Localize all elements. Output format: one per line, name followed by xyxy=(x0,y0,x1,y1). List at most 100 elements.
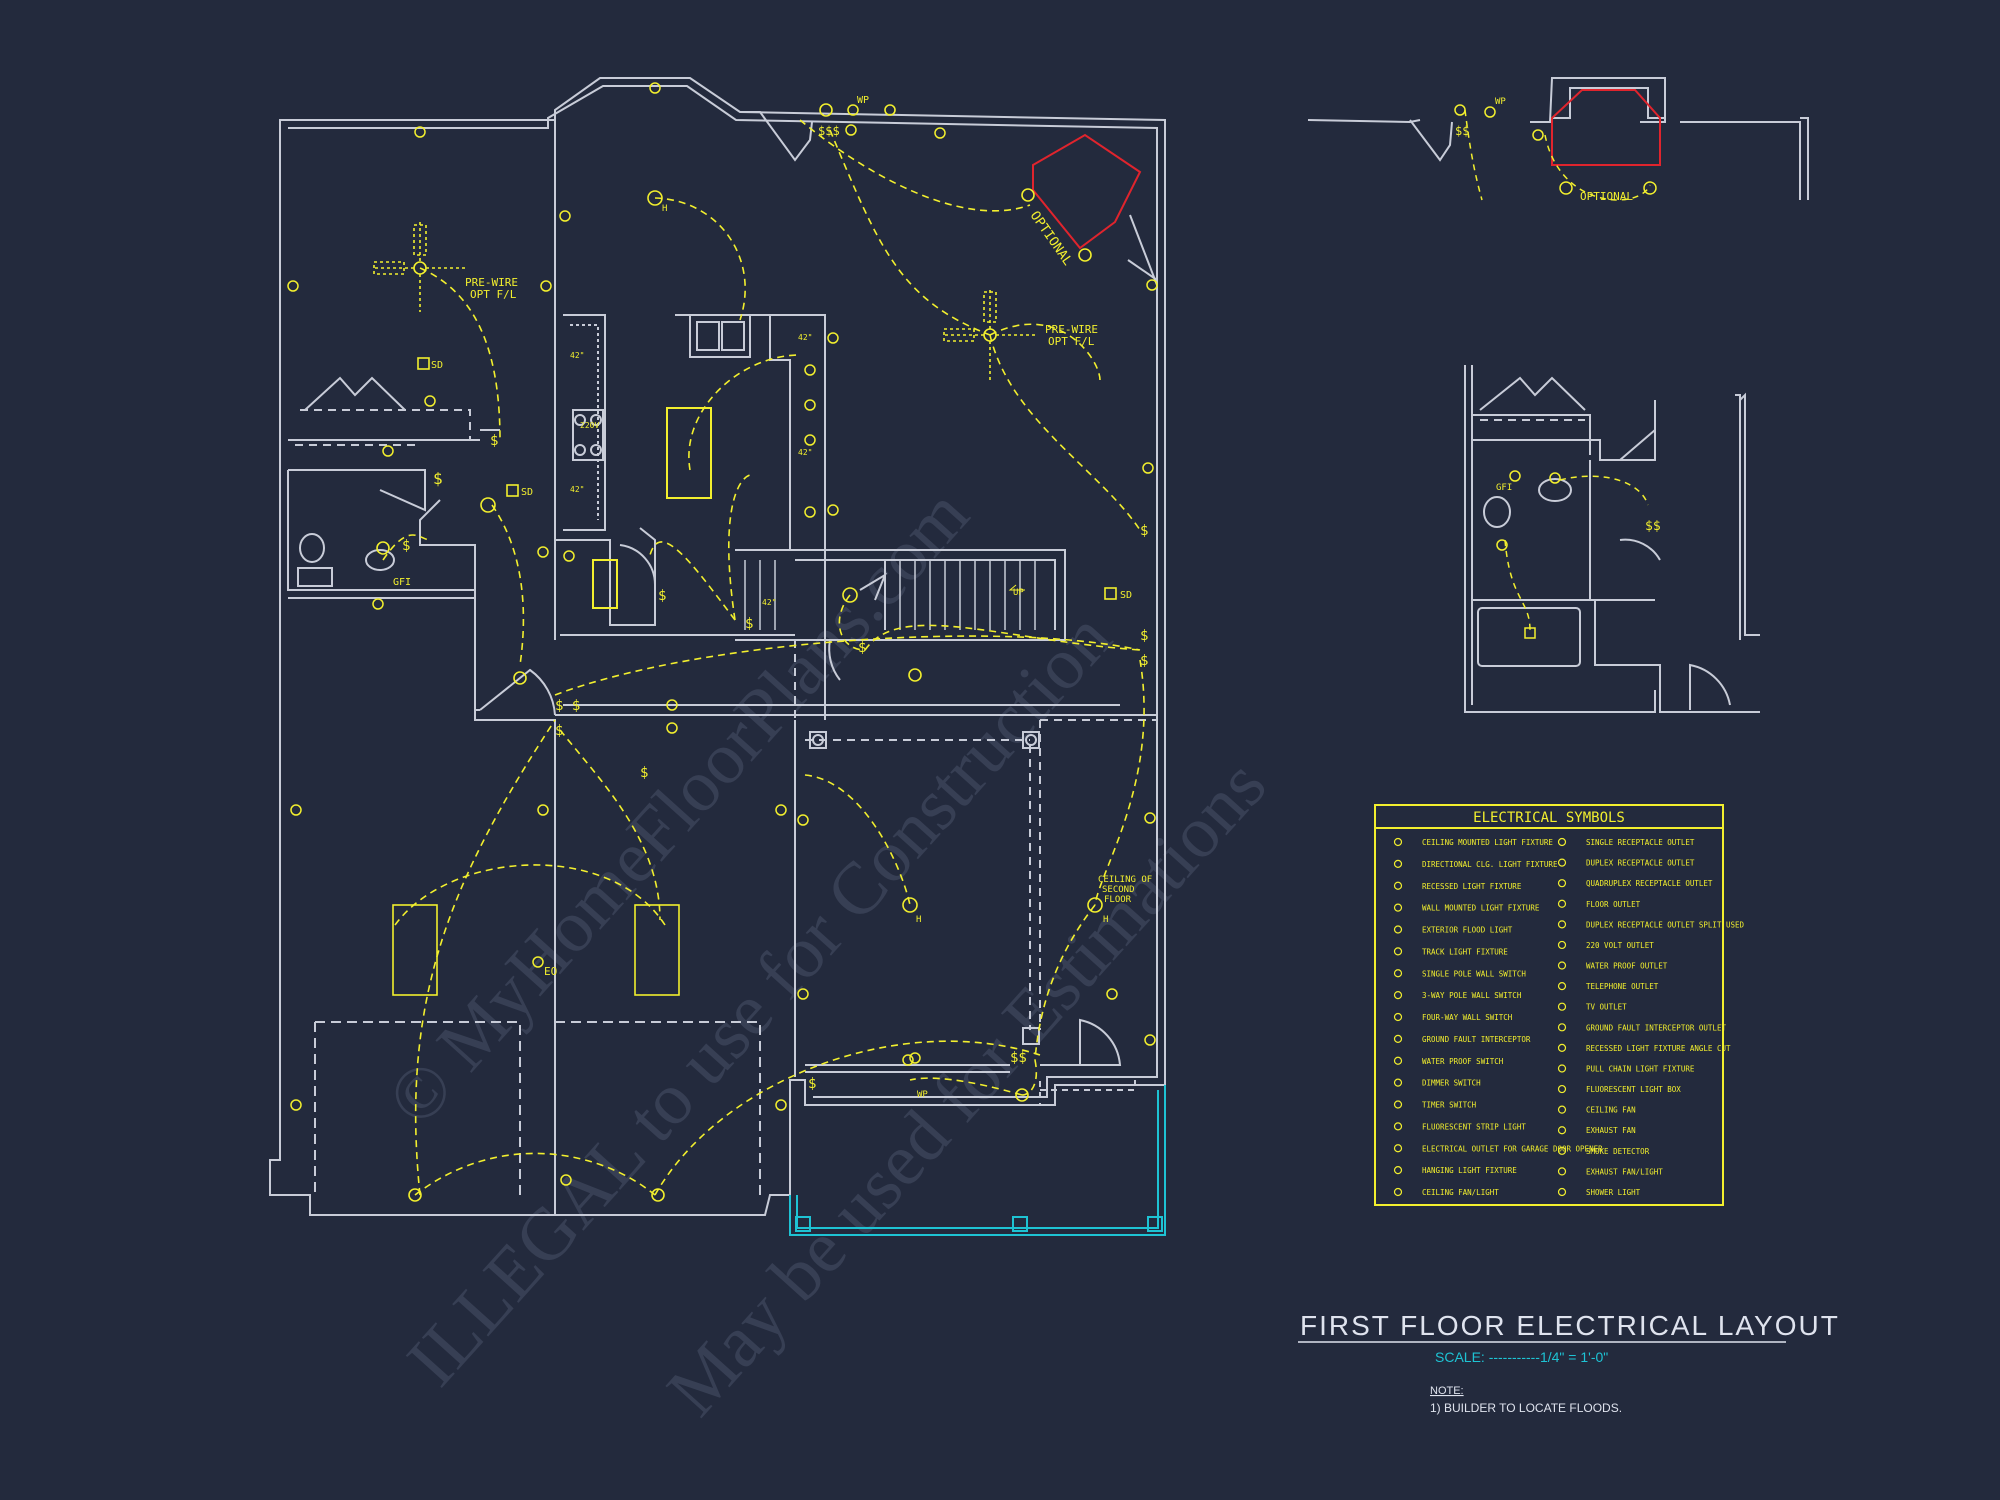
sink-counter xyxy=(689,314,751,358)
pantry-shelf xyxy=(592,559,618,609)
legend-item: DIMMER SWITCH xyxy=(1422,1079,1481,1088)
column-2 xyxy=(1022,731,1040,749)
title-block: FIRST FLOOR ELECTRICAL LAYOUT SCALE: ---… xyxy=(1298,1310,1840,1415)
bath-walls xyxy=(287,470,480,711)
column-1-post xyxy=(812,734,824,746)
legend-symbol-icon xyxy=(1557,1043,1567,1052)
garage-door-opener-icon xyxy=(392,904,438,996)
h-center-label: H xyxy=(916,915,921,925)
legend-symbol-icon xyxy=(1557,1064,1567,1073)
legend-symbol-icon xyxy=(1393,1187,1403,1197)
ceiling-light-icon xyxy=(480,497,496,513)
legend-item: CEILING FAN xyxy=(1586,1106,1636,1115)
legend-symbol-icon xyxy=(1393,1100,1403,1109)
legend-item: WALL MOUNTED LIGHT FIXTURE xyxy=(1422,904,1540,913)
inset-optional-fireplace xyxy=(1551,89,1661,166)
electrical-legend: ELECTRICAL SYMBOLS CEILING MOUNTED LIGHT… xyxy=(1374,804,1745,1206)
legend-symbol-icon xyxy=(1557,1126,1567,1135)
legend-symbol-icon xyxy=(1557,1084,1567,1094)
prewire-left-label-2: OPT F/L xyxy=(470,288,517,301)
svg-text:$: $ xyxy=(658,588,666,604)
svg-text:$ $: $ $ xyxy=(555,698,580,714)
legend-symbol-icon xyxy=(1557,961,1567,970)
legend-item: WATER PROOF OUTLET xyxy=(1586,962,1668,971)
legend-item: FLOOR OUTLET xyxy=(1586,900,1641,909)
legend-symbol-icon xyxy=(1393,1012,1403,1022)
kitchen-counter-left xyxy=(563,314,606,531)
svg-text:$: $ xyxy=(745,616,753,632)
drawing-title: FIRST FLOOR ELECTRICAL LAYOUT xyxy=(1300,1310,1840,1341)
porch-step xyxy=(805,1077,1136,1106)
drawing-scale: SCALE: -----------1/4" = 1'-0" xyxy=(1435,1349,1608,1365)
bath-sink xyxy=(365,549,395,571)
watermark-line-3: May be used for Estimations xyxy=(652,744,1282,1431)
corner-angle xyxy=(1129,214,1158,286)
legend-item: EXTERIOR FLOOD LIGHT xyxy=(1422,926,1513,935)
garage-light-icon xyxy=(408,1188,422,1202)
garage-door-opener-icon xyxy=(634,904,680,996)
receptacle-outlets xyxy=(287,82,1158,1186)
legend-item: FOUR-WAY WALL SWITCH xyxy=(1422,1013,1513,1022)
sd-stair-label: SD xyxy=(1120,590,1132,601)
legend-symbol-icon xyxy=(1393,1166,1403,1175)
h-entry-label: H xyxy=(1103,915,1108,925)
ceiling-light-icon xyxy=(647,190,663,206)
svg-text:$$$: $$$ xyxy=(818,124,840,138)
h-kitchen-label: H xyxy=(662,204,667,214)
pantry-door xyxy=(619,544,657,586)
legend-symbol-icon xyxy=(1393,881,1403,890)
legend-item: TELEPHONE OUTLET xyxy=(1586,982,1659,991)
stair-treads xyxy=(744,560,1036,630)
pantry-walls xyxy=(555,527,795,636)
legend-item: EXHAUST FAN/LIGHT xyxy=(1586,1167,1663,1176)
legend-symbol-icon xyxy=(1557,879,1567,888)
column-2-post xyxy=(1025,734,1037,746)
ceiling-fan-right-icon xyxy=(943,290,1035,380)
up-label: UP xyxy=(1013,588,1024,598)
legend-symbol-icon xyxy=(1393,1122,1403,1131)
legend-symbol-icon xyxy=(1557,837,1567,847)
kitchen-island xyxy=(666,407,712,499)
svg-text:$: $ xyxy=(1140,628,1148,644)
legend-item: EXHAUST FAN xyxy=(1586,1126,1636,1135)
legend-item: RECESSED LIGHT FIXTURE xyxy=(1422,882,1522,891)
legend-symbol-icon xyxy=(1393,1034,1403,1043)
burner-2 xyxy=(590,414,602,426)
legend-item: TRACK LIGHT FIXTURE xyxy=(1422,947,1508,956)
stair-door xyxy=(828,639,841,681)
legend-symbol-icon xyxy=(1557,1167,1567,1176)
eo-outlet-icon xyxy=(532,956,544,968)
legend-item: GROUND FAULT INTERCEPTOR OUTLET xyxy=(1586,1023,1726,1032)
legend-symbol-icon xyxy=(1393,903,1403,912)
legend-symbol-icon xyxy=(1557,982,1567,991)
legend-frame xyxy=(1374,804,1724,1206)
legend-symbol-icon xyxy=(1393,837,1403,847)
legend-symbol-icon xyxy=(1557,1105,1567,1114)
svg-text:$: $ xyxy=(402,538,410,554)
smoke-detector-icon xyxy=(506,484,519,497)
legend-item: HANGING LIGHT FIXTURE xyxy=(1422,1166,1517,1175)
svg-text:$$: $$ xyxy=(1010,1050,1027,1066)
note-heading: NOTE: xyxy=(1430,1385,1464,1397)
entry-door xyxy=(1079,1018,1122,1066)
dim-42-c: 42" xyxy=(798,448,812,457)
legend-symbol-icon xyxy=(1393,969,1403,978)
ceiling-second-label: CEILING OF xyxy=(1098,875,1152,885)
legend-symbol-icon xyxy=(1557,858,1567,867)
smoke-detector-icon xyxy=(1104,587,1117,600)
sd-hall-label: SD xyxy=(521,487,533,498)
legend-item: QUADRUPLEX RECEPTACLE OUTLET xyxy=(1586,879,1713,888)
legend-symbol-icon xyxy=(1393,947,1403,956)
legend-item: TV OUTLET xyxy=(1586,1003,1627,1012)
note-text: 1) BUILDER TO LOCATE FLOODS. xyxy=(1430,1401,1622,1415)
wp-label: WP xyxy=(857,95,869,106)
legend-item: ELECTRICAL OUTLET FOR GARAGE DOOR OPENER xyxy=(1422,1144,1603,1153)
svg-text:$: $ xyxy=(640,765,648,781)
inset-gfi-label: GFI xyxy=(1496,483,1512,493)
garage-light-icon xyxy=(651,1188,665,1202)
svg-text:$: $ xyxy=(555,723,563,739)
burner-4 xyxy=(590,444,602,456)
